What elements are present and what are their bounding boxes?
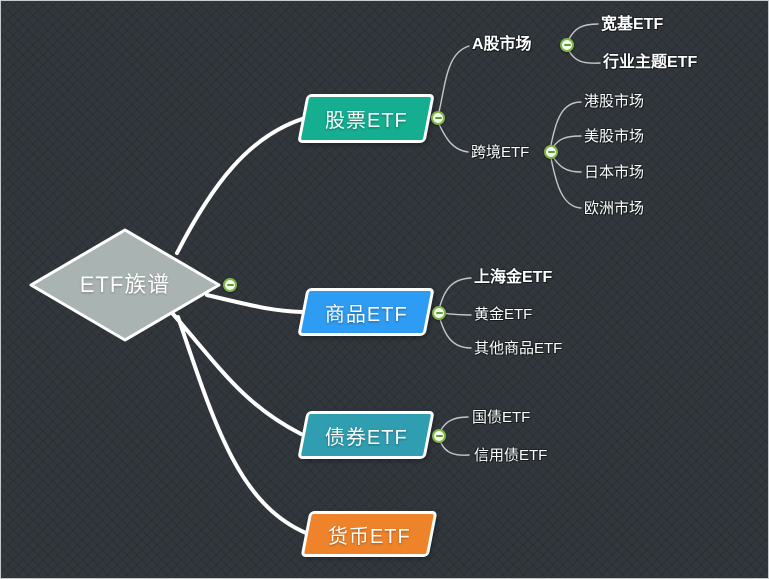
broad-based-etf-node[interactable]: 宽基ETF: [601, 16, 664, 33]
commodity-collapse-button[interactable]: [432, 306, 446, 320]
a-share-market-node[interactable]: A股市场: [472, 36, 532, 53]
bond-collapse-button[interactable]: [432, 429, 446, 443]
credit-bond-etf-node[interactable]: 信用债ETF: [474, 447, 548, 464]
stock-collapse-button[interactable]: [431, 111, 445, 125]
connector-root-to-commodity: [205, 293, 304, 314]
connector-stock-to-cross-border: [438, 123, 469, 153]
bond-etf-node-label: 债券ETF: [324, 426, 408, 449]
connector-root-to-bond: [171, 312, 303, 436]
commodity-etf-node[interactable]: 商品ETF: [297, 288, 435, 336]
industry-theme-etf-node[interactable]: 行业主题ETF: [603, 54, 698, 71]
root-collapse-button[interactable]: [223, 278, 237, 292]
money-etf-node[interactable]: 货币ETF: [300, 511, 438, 557]
commodity-etf-node-label: 商品ETF: [324, 303, 408, 326]
shanghai-gold-etf-node[interactable]: 上海金ETF: [474, 269, 553, 286]
money-etf-node-label: 货币ETF: [327, 525, 411, 548]
connector-commodity-to-other: [439, 318, 472, 349]
minus-icon: [434, 117, 442, 119]
cross-border-collapse-button[interactable]: [544, 145, 558, 159]
root-node-label[interactable]: ETF族谱: [79, 272, 171, 297]
stock-etf-node-label: 股票ETF: [324, 110, 408, 132]
a-share-collapse-button[interactable]: [560, 38, 574, 52]
connector-root-to-currency: [176, 315, 308, 535]
bond-etf-node[interactable]: 债券ETF: [297, 411, 435, 459]
connector-root-to-stock: [175, 117, 304, 255]
connector-cross-border-to-hk: [550, 101, 582, 146]
japan-market-node[interactable]: 日本市场: [584, 164, 645, 181]
connector-cross-border-to-us: [552, 135, 582, 148]
gold-etf-node[interactable]: 黄金ETF: [474, 306, 533, 323]
minus-icon: [226, 284, 234, 286]
hk-market-node[interactable]: 港股市场: [584, 93, 645, 110]
connector-bond-to-credit: [440, 442, 470, 456]
us-market-node[interactable]: 美股市场: [584, 128, 645, 145]
europe-market-node[interactable]: 欧洲市场: [584, 200, 645, 217]
connector-stock-to-a-share: [438, 45, 470, 113]
cross-border-etf-node[interactable]: 跨境ETF: [471, 144, 530, 161]
treasury-etf-node[interactable]: 国债ETF: [472, 409, 531, 426]
minus-icon: [435, 312, 443, 314]
minus-icon: [547, 151, 555, 153]
connector-bond-to-treasury: [440, 416, 469, 431]
root-node[interactable]: [29, 228, 221, 342]
minus-icon: [563, 44, 571, 46]
connector-commodity-to-shanghai-gold: [439, 277, 472, 307]
other-commodity-etf-node[interactable]: 其他商品ETF: [474, 340, 563, 357]
stock-etf-node[interactable]: 股票ETF: [297, 94, 435, 143]
connector-a-share-to-industry-theme: [568, 50, 601, 64]
connector-cross-border-to-japan: [552, 156, 582, 173]
connector-cross-border-to-europe: [550, 157, 582, 209]
minus-icon: [435, 435, 443, 437]
connector-a-share-to-broad-based: [568, 23, 599, 40]
